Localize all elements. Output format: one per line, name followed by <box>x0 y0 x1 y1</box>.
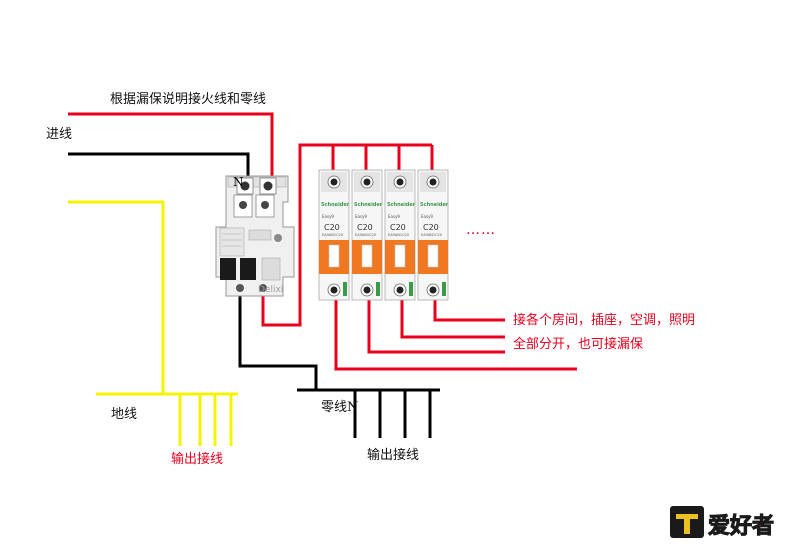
output-wire-3 <box>400 300 505 339</box>
breaker-series: Easy9 <box>421 214 433 219</box>
ground-input-wire <box>68 200 165 394</box>
live-wires <box>68 112 577 371</box>
breaker-series: Easy9 <box>388 214 400 219</box>
rcd-toggle-left <box>220 258 236 280</box>
breaker-brand: Schneider <box>321 202 350 208</box>
rcd-breaker: Delixi N <box>215 175 295 297</box>
breaker-rating: C20 <box>357 223 373 232</box>
site-logo: 爱好者 <box>670 506 775 540</box>
breaker-series: Easy9 <box>322 214 334 219</box>
instruction-label: 根据漏保说明接火线和零线 <box>110 92 267 107</box>
breaker-brand: Schneider <box>387 202 416 208</box>
breaker-rating: C20 <box>324 223 340 232</box>
output-wire-2 <box>367 300 505 354</box>
breaker-brand: Schneider <box>420 202 449 208</box>
rcd-toggle-right <box>240 258 256 280</box>
ground-wires <box>68 200 238 446</box>
rooms-label: 接各个房间，插座，空调，照明 <box>513 313 696 328</box>
output-wire-1 <box>334 300 577 371</box>
logo-text: 爱好者 <box>708 513 774 539</box>
breaker-model: EA9AN1C20 <box>421 233 442 237</box>
output-wire-4 <box>433 300 505 322</box>
breaker-model: EA9AN1C20 <box>322 233 343 237</box>
breaker-model: EA9AN1C20 <box>388 233 409 237</box>
breaker-model: EA9AN1C20 <box>355 233 376 237</box>
ground-label: 地线 <box>111 407 138 422</box>
separate-label: 全部分开，也可接漏保 <box>513 337 644 352</box>
output-neutral-label: 输出接线 <box>367 448 420 463</box>
neutral-bus-label: 零线N <box>321 400 359 415</box>
mcb-breaker-3: Schneider Easy9 C20 EA9AN1C20 <box>384 169 416 301</box>
neutral-wires <box>68 152 440 438</box>
live-input-wire <box>68 112 274 176</box>
mcb-breaker-1: Schneider Easy9 C20 EA9AN1C20 <box>318 169 350 301</box>
breaker-rating: C20 <box>423 223 439 232</box>
ellipsis-label: …… <box>466 222 496 238</box>
rcd-neutral-out-wire <box>238 296 318 390</box>
breaker-series: Easy9 <box>355 214 367 219</box>
output-ground-label: 输出接线 <box>171 452 224 467</box>
breaker-brand: Schneider <box>354 202 383 208</box>
neutral-input-wire <box>68 152 250 178</box>
rcd-terminal-n: N <box>233 175 244 189</box>
mcb-breaker-4: Schneider Easy9 C20 EA9AN1C20 <box>417 169 449 301</box>
rcd-to-busbar-wire <box>261 143 432 327</box>
rcd-brand-text: Delixi <box>258 285 283 295</box>
incoming-label: 进线 <box>46 127 73 142</box>
breaker-rating: C20 <box>390 223 406 232</box>
mcb-breaker-2: Schneider Easy9 C20 EA9AN1C20 <box>351 169 383 301</box>
